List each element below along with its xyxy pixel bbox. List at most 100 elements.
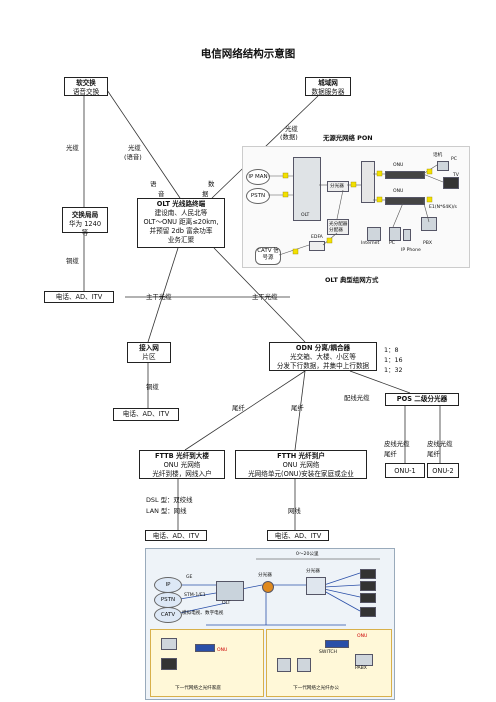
olt-line3: 并预留 2db 富余功率: [149, 227, 213, 235]
pon-splitter-box: 分光器: [327, 181, 349, 192]
bottom-caption-left: 下一代网络之光纤家庭: [175, 686, 221, 691]
label-split-ratio-1: 1：8: [384, 346, 399, 354]
label-data2: 据: [202, 190, 209, 198]
bottom-olt-label: OLT: [222, 601, 231, 606]
phone-left-text: 电话、AD、ITV: [55, 293, 103, 301]
bottom-tv-note: 模拟电视、数字电视: [182, 611, 224, 616]
bottom-onu-c: [360, 593, 376, 603]
pon-phone-device: [437, 161, 449, 171]
pon-splitter-box-label2: 分配器: [329, 228, 343, 233]
metro-title: 城域网: [318, 79, 338, 87]
pon-pbx-device: [421, 217, 437, 231]
pon-title: 无源光网络 PON: [323, 134, 373, 142]
pon-pc-right-label: PC: [451, 157, 457, 162]
phone-left-box: 电话、AD、ITV: [44, 291, 114, 303]
label-fiber-mid: 光缆: [128, 144, 141, 152]
label-lan: LAN 型：网线: [146, 507, 187, 515]
bottom-olt-device: [216, 581, 244, 601]
bottom-distance: 0～20公里: [296, 552, 319, 557]
olt-line2: OLT～ONU 距离≤20km,: [143, 218, 219, 226]
bottom-office-pabx: [355, 654, 373, 666]
bottom-splitter2-device: [306, 577, 326, 595]
label-drop-right: 皮线光缆: [427, 440, 453, 448]
pon-internet-label: Internet: [361, 241, 380, 246]
pos-box: POS 二级分光器: [385, 393, 459, 406]
bottom-onu-left-label: ONU: [217, 648, 228, 653]
softswitch-box: 软交换 语音交换: [64, 77, 108, 96]
bottom-pstn: PSTN: [160, 597, 176, 603]
label-split-ratio-3: 1：32: [384, 366, 403, 374]
pon-pstn: PSTN: [250, 193, 266, 199]
label-fiber-mid-voice: (语音): [124, 153, 142, 161]
phone-access-box: 电话、AD、ITV: [113, 408, 179, 421]
phone-fttb-box: 电话、AD、ITV: [145, 530, 207, 541]
softswitch-title: 软交换: [76, 79, 96, 87]
label-network-cable: 网线: [288, 507, 301, 515]
pon-onu-top-label: ONU: [393, 163, 404, 168]
ftth-line1: ONU 光网络: [282, 461, 320, 469]
pon-tv-device: [443, 177, 459, 189]
pon-pstn-cloud: PSTN: [246, 188, 270, 204]
metro-desc: 数据服务器: [311, 88, 345, 96]
odn-line1: 光交箱、大楼、小区等: [290, 353, 356, 361]
pon-phone-label: 话机: [433, 153, 443, 158]
fttb-line2: 光纤到楼，网线入户: [152, 470, 212, 478]
pon-caption: OLT 典型组网方式: [325, 276, 379, 284]
bottom-office-switch: [325, 640, 349, 648]
pon-olt-label: OLT: [301, 213, 310, 218]
bottom-caption-right: 下一代网络之光纤办公: [293, 686, 339, 691]
metro-box: 城域网 数据服务器: [305, 77, 351, 96]
pon-onu-mid: [385, 197, 425, 205]
label-trunk-right: 主干光缆: [252, 293, 278, 301]
label-voice: 语: [150, 180, 157, 188]
ftth-box: FTTH 光纤到户 ONU 光网络 光网络单元(ONU)安装在家庭或企业: [235, 450, 367, 479]
label-drop-left: 皮线光缆: [384, 440, 410, 448]
pon-splitter-box-label: 光分配器: [329, 222, 348, 227]
pon-patch-panel: [361, 161, 375, 203]
pon-edfa-label: EDFA: [311, 235, 323, 240]
odn-line2: 分发下行数据，并集中上行数据: [276, 362, 370, 370]
bottom-splitter-device: [262, 581, 274, 593]
label-fiber-left: 光缆: [66, 144, 79, 152]
bottom-home-panel: ONU 下一代网络之光纤家庭: [150, 629, 264, 697]
bottom-stm-label: STM-1/E1: [184, 593, 206, 598]
bottom-office-pc1: [277, 658, 291, 672]
bottom-catv: CATV: [160, 612, 176, 618]
line-odn-ftth: [294, 370, 306, 451]
bottom-onu-b: [360, 581, 376, 591]
exchange-desc: 华为 1240 等: [68, 220, 102, 237]
onu1-text: ONU-1: [394, 467, 416, 475]
pon-splitter: 分光器: [330, 184, 344, 189]
olt-box: OLT 光线路终端 建设南、人民北等 OLT～ONU 距离≤20km, 并预留 …: [137, 198, 225, 248]
pos-title: POS 二级分光器: [396, 395, 448, 403]
label-dsl: DSL 型：双绞线: [146, 496, 193, 504]
pon-e1-label: E1(N*64K)/s: [429, 205, 457, 210]
label-trunk-left: 主干光缆: [146, 293, 172, 301]
label-drop-left2: 尾纤: [384, 450, 397, 458]
bottom-home-onu: [195, 644, 215, 652]
line-odn-fttb: [184, 370, 306, 451]
pon-edfa-device: [309, 241, 325, 251]
label-fiber-right-data: (数据): [280, 133, 298, 141]
pon-tv-label: TV: [453, 173, 459, 178]
exchange-title: 交换局局: [71, 211, 99, 219]
phone-ftth-text: 电话、AD、ITV: [274, 532, 322, 540]
fttb-box: FTTB 光纤到大楼 ONU 光网络 光纤到楼，网线入户: [139, 450, 225, 479]
bottom-office-pc2: [297, 658, 311, 672]
pon-links: [268, 164, 444, 256]
access-box: 接入网 片区: [127, 342, 171, 363]
odn-box: ODN 分离/耦合器 光交箱、大楼、小区等 分发下行数据，并集中上行数据: [269, 342, 377, 371]
pon-ipman: IP MAN: [248, 174, 268, 180]
bottom-splitter-label: 分光器: [258, 573, 272, 578]
pon-ipman-cloud: IP MAN: [246, 169, 270, 185]
bottom-switch-label: SWITCH: [319, 650, 338, 655]
bottom-home-tv: [161, 658, 177, 670]
pon-catv-box: CATV 信号源: [255, 247, 281, 265]
pon-ipphone-device: [403, 229, 411, 241]
bottom-splitter2-label: 分光器: [306, 569, 320, 574]
label-drop-right2: 尾纤: [427, 450, 440, 458]
bottom-onu-a: [360, 569, 376, 579]
phone-fttb-text: 电话、AD、ITV: [152, 532, 200, 540]
phone-access-text: 电话、AD、ITV: [122, 410, 170, 418]
label-data: 数: [208, 180, 215, 188]
